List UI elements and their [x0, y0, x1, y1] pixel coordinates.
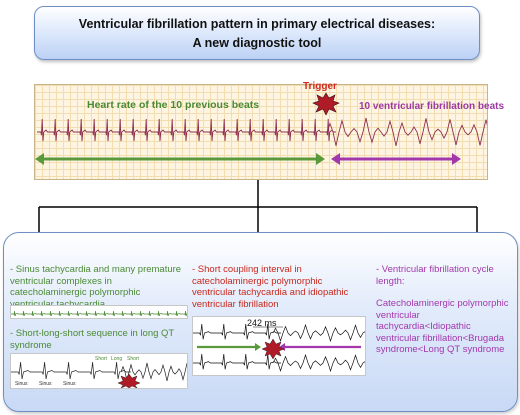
strip-sinus-label-2: Sinus	[39, 381, 52, 387]
ecg-panel: Trigger Heart rate of the 10 previous be…	[34, 81, 504, 180]
strip-long-label: Long	[111, 356, 123, 362]
findings-box: - Sinus tachycardia and many premature v…	[3, 232, 518, 412]
coupling-interval-strip: 242 ms	[192, 316, 369, 376]
middle-finding: - Short coupling interval in catecholami…	[192, 264, 349, 310]
left-finding-1: - Sinus tachycardia and many premature v…	[10, 264, 182, 310]
coupling-interval-label: 242 ms	[247, 318, 277, 328]
strip-sinus-label-1: Sinus	[15, 381, 28, 387]
connector-lines	[38, 180, 478, 234]
trigger-burst-icon	[312, 92, 340, 116]
strip-short-label-2: Short	[127, 356, 139, 362]
title-line-1: Ventricular fibrillation pattern in prim…	[78, 17, 436, 31]
title-box: Ventricular fibrillation pattern in prim…	[34, 6, 480, 60]
left-finding-2: - Short-long-short sequence in long QT s…	[10, 328, 175, 351]
ecg-svg	[35, 92, 487, 165]
heart-rate-arrow	[35, 153, 325, 165]
sinus-tachycardia-strip	[10, 305, 191, 319]
vf-beats-label: 10 ventricular fibrillation beats	[359, 101, 505, 112]
heart-rate-label: Heart rate of the 10 previous beats	[87, 99, 260, 111]
right-finding-body: Catecholaminergic polymorphic ventricula…	[376, 298, 509, 355]
strip-short-label: Short	[95, 356, 107, 362]
vf-arrow	[331, 153, 461, 165]
short-long-short-strip: Sinus Sinus Sinus Short Long Short	[10, 353, 190, 389]
trigger-label: Trigger	[303, 81, 337, 92]
right-finding-title: - Ventricular fibrillation cycle length:	[376, 264, 494, 287]
ecg-trace	[37, 117, 487, 147]
strip-sinus-label-3: Sinus	[63, 381, 76, 387]
title-line-2: A new diagnostic tool	[192, 36, 322, 50]
